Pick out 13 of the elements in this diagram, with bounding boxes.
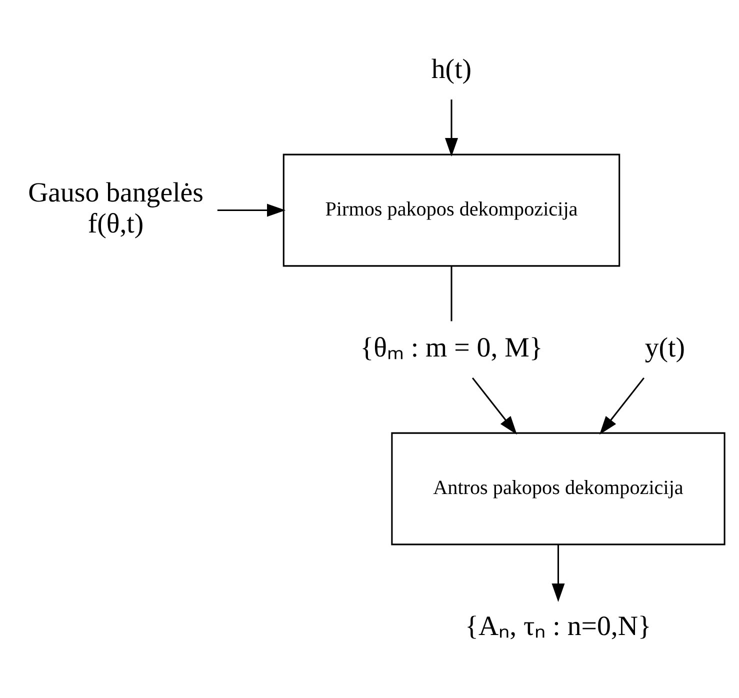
arrow [445, 98, 458, 156]
node-text: y(t) [644, 332, 686, 363]
node-text: {θₘ : m = 0, M} [360, 332, 543, 363]
node-text: Gauso bangelės f(θ,t) [28, 177, 204, 240]
node-text: {Aₙ, τₙ : n=0,N} [465, 610, 652, 642]
arrow [472, 376, 517, 434]
node-text: h(t) [431, 53, 472, 84]
connector [450, 266, 452, 321]
arrow [552, 544, 565, 602]
arrow [599, 376, 644, 434]
arrow [217, 203, 286, 216]
node-box: Pirmos pakopos dekompozicija [282, 153, 620, 266]
node-box: Antros pakopos dekompozicija [391, 432, 726, 545]
